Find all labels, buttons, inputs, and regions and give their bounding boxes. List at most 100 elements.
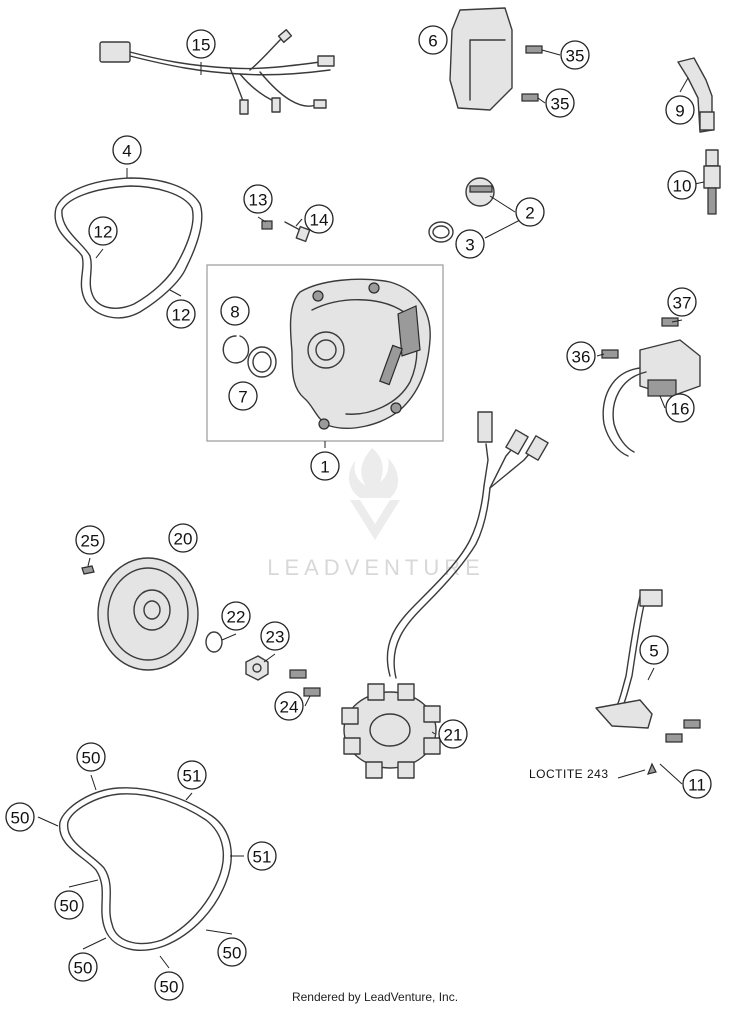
callout-circle <box>112 135 142 165</box>
callout-circle <box>304 204 334 234</box>
callout-number: 21 <box>444 726 463 745</box>
callout-number: 5 <box>649 642 658 661</box>
pin-14 <box>284 221 311 243</box>
spark-plug-cap <box>677 57 715 133</box>
callout-circle <box>566 341 596 371</box>
callout-24: 24 <box>274 691 304 721</box>
callout-number: 6 <box>428 32 437 51</box>
callout-circle <box>438 719 468 749</box>
callout-number: 15 <box>192 36 211 55</box>
ignition-coil <box>602 339 701 457</box>
callout-circle <box>217 937 247 967</box>
callout-circle <box>168 523 198 553</box>
callout-number: 35 <box>551 95 570 114</box>
callout-number: 36 <box>572 348 591 367</box>
callout-22: 22 <box>221 601 251 631</box>
callout-11: 11 <box>682 769 712 799</box>
stator-21 <box>341 683 441 779</box>
callout-number: 24 <box>280 698 299 717</box>
stator-wiring <box>386 411 549 679</box>
callout-circle <box>545 88 575 118</box>
callout-number: 50 <box>82 749 101 768</box>
gasket-4 <box>54 177 203 319</box>
loctite-label: LOCTITE 243 <box>529 767 609 781</box>
woodruff-key-25 <box>81 565 95 575</box>
callout-8: 8 <box>220 296 250 326</box>
callout-circle <box>186 29 216 59</box>
callout-number: 7 <box>238 388 247 407</box>
callout-circle <box>639 635 669 665</box>
callout-15: 15 <box>186 29 216 59</box>
callout-50: 50 <box>5 802 35 832</box>
callout-20: 20 <box>168 523 198 553</box>
screw-37 <box>661 317 679 327</box>
callout-number: 37 <box>673 294 692 313</box>
callout-number: 51 <box>183 767 202 786</box>
screws-11 <box>647 719 701 775</box>
nut-23 <box>245 655 269 681</box>
callout-circle <box>221 601 251 631</box>
leader-lines <box>37 49 705 969</box>
callout-circle <box>228 381 258 411</box>
callout-number: 50 <box>11 809 30 828</box>
callout-13: 13 <box>243 184 273 214</box>
pulse-generator-5 <box>595 589 663 729</box>
callout-circle <box>243 184 273 214</box>
callout-number: 20 <box>174 530 193 549</box>
callout-number: 16 <box>671 400 690 419</box>
circlip-8 <box>222 335 250 364</box>
callout-5: 5 <box>639 635 669 665</box>
callout-2: 2 <box>515 197 545 227</box>
callout-number: 22 <box>227 608 246 627</box>
footer-credit: Rendered by LeadVenture, Inc. <box>291 990 459 1004</box>
callout-3: 3 <box>455 229 485 259</box>
callout-50: 50 <box>154 971 184 1001</box>
watermark: LEADVENTURE <box>267 448 480 580</box>
callout-number: 25 <box>81 532 100 551</box>
callout-number: 12 <box>94 223 113 242</box>
o-ring-3 <box>428 221 454 243</box>
callout-51: 51 <box>247 841 277 871</box>
callout-50: 50 <box>54 890 84 920</box>
callout-circle <box>177 760 207 790</box>
callout-circle <box>455 229 485 259</box>
wiring-harness <box>99 29 335 115</box>
callout-35: 35 <box>545 88 575 118</box>
callout-circle <box>667 170 697 200</box>
callout-number: 50 <box>160 978 179 997</box>
callout-7: 7 <box>228 381 258 411</box>
callout-circle <box>88 216 118 246</box>
callout-circle <box>54 890 84 920</box>
callout-number: 1 <box>320 458 329 477</box>
callout-9: 9 <box>665 95 695 125</box>
spark-plug <box>703 149 721 215</box>
callout-circle <box>75 525 105 555</box>
callout-12: 12 <box>166 299 196 329</box>
callout-circle <box>682 769 712 799</box>
callout-number: 10 <box>673 177 692 196</box>
callout-circle <box>68 952 98 982</box>
callout-number: 2 <box>525 204 534 223</box>
loctite-annotation: LOCTITE 243 <box>529 767 646 781</box>
callout-number: 35 <box>566 47 585 66</box>
callout-circle <box>247 841 277 871</box>
callout-4: 4 <box>112 135 142 165</box>
callout-circle <box>667 287 697 317</box>
callout-circle <box>515 197 545 227</box>
callout-circle <box>418 25 448 55</box>
callout-number: 50 <box>223 944 242 963</box>
callout-16: 16 <box>665 393 695 423</box>
callout-circle <box>560 40 590 70</box>
callout-circle <box>260 621 290 651</box>
screw-36 <box>601 349 619 359</box>
callout-circle <box>166 299 196 329</box>
callout-14: 14 <box>304 204 334 234</box>
watermark-flame-logo <box>348 448 399 498</box>
callout-23: 23 <box>260 621 290 651</box>
callout-circle <box>5 802 35 832</box>
callout-50: 50 <box>68 952 98 982</box>
cdi-unit <box>449 7 543 111</box>
callout-number: 8 <box>230 303 239 322</box>
callout-number: 50 <box>60 897 79 916</box>
callout-number: 12 <box>172 306 191 325</box>
